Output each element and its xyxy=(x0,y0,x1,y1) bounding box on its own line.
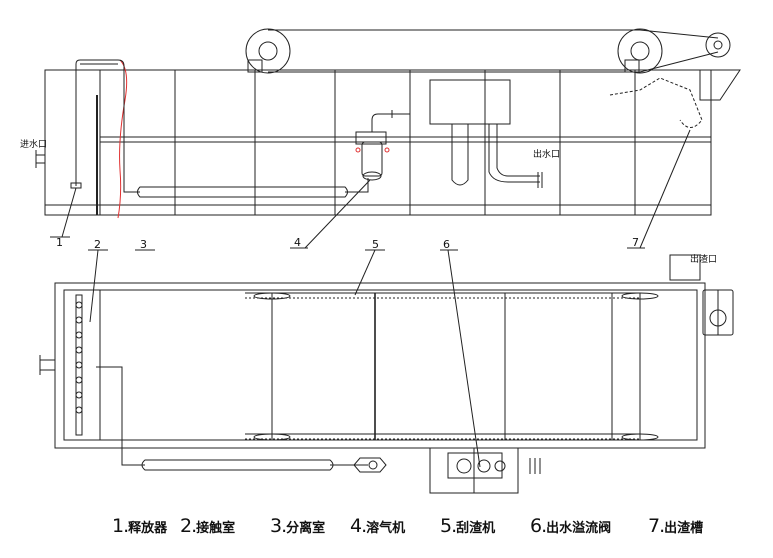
legend-item-separation-chamber: 3.分离室 xyxy=(270,515,325,537)
legend-num: 1 xyxy=(112,515,124,537)
legend-num: 6 xyxy=(530,515,542,537)
callout-leaders xyxy=(50,130,690,467)
drive-motor xyxy=(640,255,733,335)
skimmer-belt xyxy=(246,29,730,73)
slag-outlet-label: 出渣口 xyxy=(690,253,717,265)
legend-num: 2 xyxy=(180,515,192,537)
legend-item-contact-chamber: 2.接触室 xyxy=(180,515,235,537)
overflow-box xyxy=(430,448,540,493)
legend-label: 释放器 xyxy=(128,521,168,536)
legend-sep: . xyxy=(191,515,197,537)
pressure-pipe-red xyxy=(118,60,127,218)
inlet-label: 进水口 xyxy=(20,138,47,150)
legend-label: 刮渣机 xyxy=(456,521,496,536)
callout-3: 3 xyxy=(140,238,147,251)
legend-label: 接触室 xyxy=(196,521,236,536)
legend-sep: . xyxy=(541,515,547,537)
legend-sep: . xyxy=(281,515,287,537)
plan-collector-pipe xyxy=(96,367,386,472)
releaser-nozzles xyxy=(76,302,82,413)
releaser-pipe xyxy=(76,60,140,192)
air-flotation-drawing: 进水口 出水口 出渣口 1 2 3 4 5 6 7 xyxy=(20,0,773,515)
plan-chain-conveyor xyxy=(245,293,658,440)
legend-num: 5 xyxy=(440,515,452,537)
component-legend: 1.释放器 2.接触室 3.分离室 4.溶气机 5.刮渣机 6.出水溢流阀 7.… xyxy=(0,515,773,543)
plan-tank-outline xyxy=(55,283,705,448)
plan-inlet xyxy=(40,355,55,375)
legend-num: 7 xyxy=(648,515,660,537)
legend-label: 出水溢流阀 xyxy=(546,521,612,536)
legend-label: 溶气机 xyxy=(366,521,406,536)
legend-num: 4 xyxy=(350,515,362,537)
legend-item-skimmer: 5.刮渣机 xyxy=(440,515,495,537)
callout-7: 7 xyxy=(632,236,639,249)
legend-num: 3 xyxy=(270,515,282,537)
legend-label: 出渣槽 xyxy=(664,521,704,536)
legend-sep: . xyxy=(123,515,129,537)
outlet-label: 出水口 xyxy=(533,148,560,160)
elevation-collector-pipe xyxy=(138,178,369,197)
slag-trough xyxy=(610,70,740,128)
text-labels: 进水口 出水口 出渣口 1 2 3 4 5 6 7 xyxy=(20,138,717,265)
legend-item-air-dissolver: 4.溶气机 xyxy=(350,515,405,537)
elevation-inlet xyxy=(36,150,45,168)
legend-sep: . xyxy=(659,515,665,537)
callout-5: 5 xyxy=(372,238,379,251)
legend-item-releaser: 1.释放器 xyxy=(112,515,167,537)
releaser-bar xyxy=(76,295,82,435)
plan-tank-inner xyxy=(64,290,697,440)
dissolved-air-unit xyxy=(356,110,410,180)
legend-label: 分离室 xyxy=(286,521,326,536)
separation-box xyxy=(430,80,542,188)
legend-sep: . xyxy=(451,515,457,537)
callout-4: 4 xyxy=(294,236,301,249)
elevation-view xyxy=(36,29,740,218)
callout-1: 1 xyxy=(56,236,63,249)
legend-item-overflow-valve: 6.出水溢流阀 xyxy=(530,515,611,537)
plan-view xyxy=(40,255,733,493)
callout-2: 2 xyxy=(94,238,101,251)
callout-6: 6 xyxy=(443,238,450,251)
legend-item-slag-trough: 7.出渣槽 xyxy=(648,515,703,537)
legend-sep: . xyxy=(361,515,367,537)
